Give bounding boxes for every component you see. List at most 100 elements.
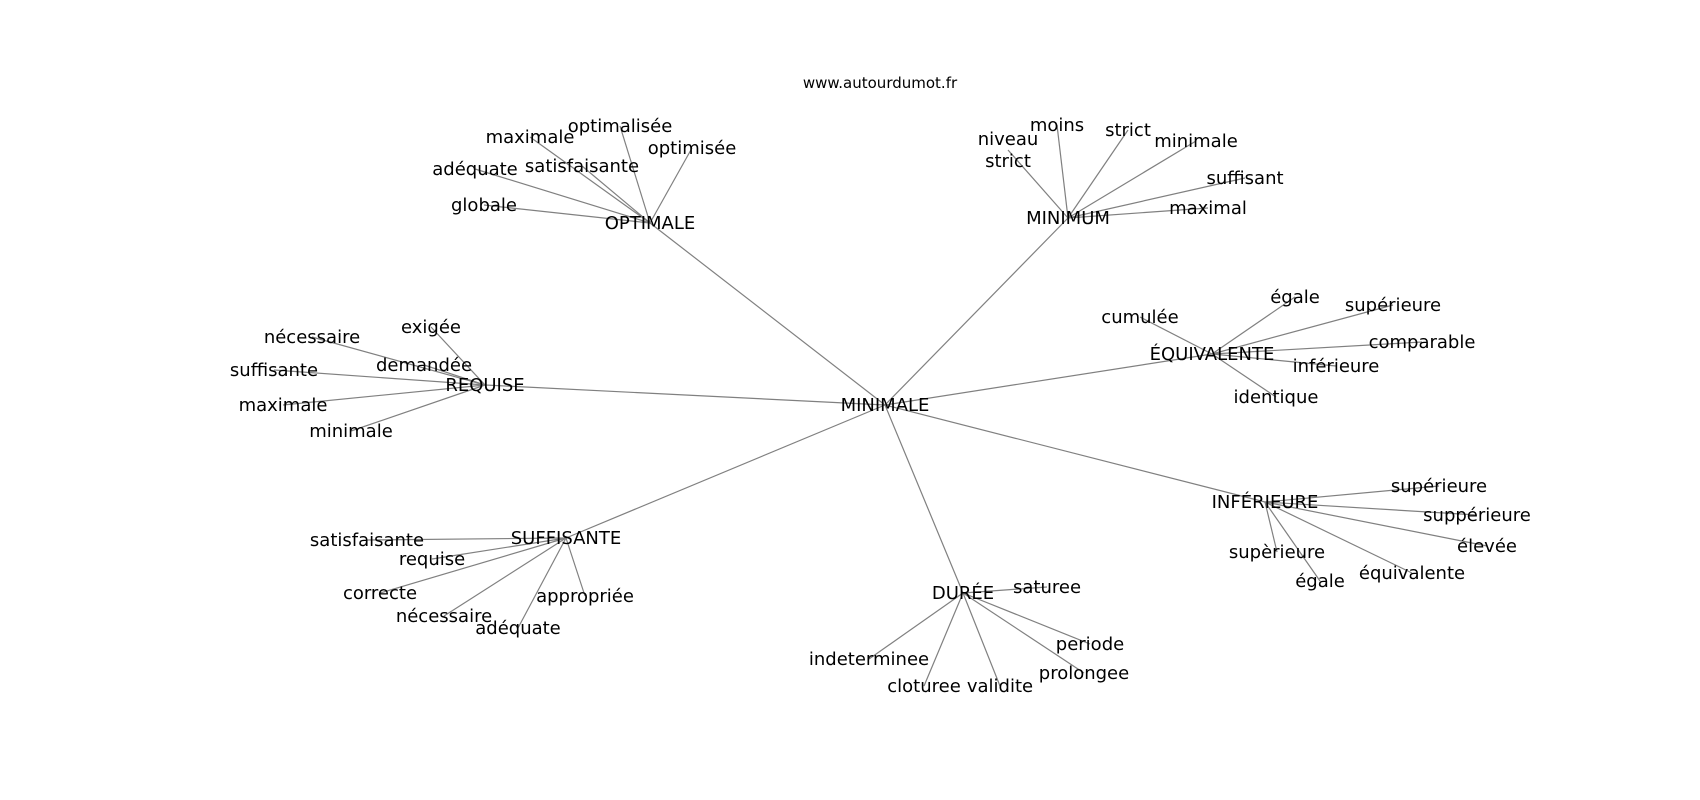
- graph-edges: [273, 124, 1488, 687]
- leaf-node-label: supérieure: [1345, 295, 1441, 316]
- leaf-node-label: supèrieure: [1229, 542, 1325, 563]
- edge-hub-leaf: [868, 592, 964, 660]
- leaf-node-label: satisfaisante: [310, 530, 424, 551]
- leaf-node-label: saturee: [1013, 577, 1081, 598]
- edge-center-hub: [884, 353, 1213, 406]
- edge-hub-leaf: [366, 537, 567, 541]
- edge-hub-leaf: [517, 537, 567, 629]
- leaf-node-label: strict: [1105, 120, 1151, 141]
- edge-hub-leaf: [1056, 124, 1069, 219]
- edge-hub-leaf: [1264, 501, 1278, 553]
- leaf-node-label: adéquate: [475, 618, 561, 639]
- edge-center-hub: [884, 404, 964, 594]
- hub-node-label: INFÉRIEURE: [1212, 491, 1319, 513]
- edge-hub-leaf: [273, 369, 486, 386]
- edge-center-hub: [649, 222, 886, 406]
- leaf-node-label: appropriée: [536, 586, 634, 607]
- edge-hub-leaf: [379, 537, 567, 594]
- leaf-node-label: exigée: [401, 317, 461, 338]
- edge-center-hub: [884, 217, 1069, 406]
- edge-hub-leaf: [1211, 353, 1337, 367]
- hub-node-label: DURÉE: [932, 582, 994, 604]
- edge-hub-leaf: [1007, 149, 1069, 219]
- edge-hub-leaf: [1211, 304, 1394, 355]
- edge-hub-leaf: [1264, 485, 1440, 503]
- edge-hub-leaf: [1139, 316, 1213, 355]
- edge-hub-leaf: [962, 592, 1085, 674]
- leaf-node-label: comparable: [1369, 332, 1476, 353]
- leaf-node-label: periode: [1056, 634, 1124, 655]
- leaf-node-label: cloturee: [887, 676, 961, 697]
- leaf-node-label: inférieure: [1293, 356, 1380, 377]
- edge-hub-leaf: [1264, 501, 1488, 547]
- center-node-label: MINIMALE: [841, 395, 930, 416]
- leaf-node-label: égale: [1295, 571, 1345, 592]
- hub-node-label: SUFFISANTE: [511, 528, 622, 549]
- leaf-node-label: minimale: [1154, 131, 1238, 152]
- edge-hub-leaf: [431, 537, 567, 560]
- hub-node-label: MINIMUM: [1026, 208, 1110, 229]
- edge-hub-leaf: [430, 326, 486, 386]
- edge-hub-leaf: [1264, 501, 1321, 582]
- edge-hub-leaf: [474, 168, 651, 224]
- edge-center-hub: [484, 384, 886, 406]
- edge-hub-leaf: [423, 364, 486, 386]
- leaf-node-label: validite: [967, 676, 1033, 697]
- edge-hub-leaf: [923, 592, 964, 687]
- edge-hub-leaf: [529, 136, 651, 224]
- edge-hub-leaf: [350, 384, 486, 432]
- edge-hub-leaf: [581, 165, 651, 224]
- edge-hub-leaf: [1067, 129, 1129, 219]
- leaf-node-label: optimisée: [648, 138, 737, 159]
- leaf-node-label: cumulée: [1101, 307, 1178, 328]
- leaf-node-label: maximale: [239, 395, 328, 416]
- edge-center-hub: [565, 404, 886, 539]
- leaf-node-label: suppérieure: [1423, 505, 1531, 526]
- edge-hub-leaf: [1067, 177, 1246, 219]
- leaf-node-label: égale: [1270, 287, 1320, 308]
- edge-hub-leaf: [649, 147, 693, 224]
- leaf-node-label: correcte: [343, 583, 417, 604]
- edge-hub-leaf: [1211, 341, 1423, 355]
- leaf-node-label: demandée: [376, 355, 472, 376]
- edge-hub-leaf: [565, 537, 586, 597]
- edge-hub-leaf: [443, 537, 567, 617]
- leaf-node-label: indeterminee: [809, 649, 929, 670]
- leaf-node-label: nécessaire: [264, 327, 360, 348]
- leaf-node-label: supérieure: [1391, 476, 1487, 497]
- edge-hub-leaf: [962, 592, 1001, 687]
- edge-hub-leaf: [962, 592, 1091, 645]
- leaf-node-label: suffisante: [230, 360, 318, 381]
- edge-hub-leaf: [1264, 501, 1478, 516]
- leaf-node-label: minimale: [309, 421, 393, 442]
- edge-hub-leaf: [1211, 353, 1277, 398]
- edge-hub-leaf: [1067, 207, 1209, 219]
- edge-hub-leaf: [1067, 140, 1197, 219]
- hub-node-label: REQUISE: [445, 375, 524, 396]
- edge-hub-leaf: [1264, 501, 1413, 574]
- leaf-node-label: globale: [451, 195, 517, 216]
- leaf-node-label: maximale: [486, 127, 575, 148]
- edge-hub-leaf: [1211, 296, 1296, 355]
- edge-hub-leaf: [311, 336, 486, 386]
- site-title: www.autourdumot.fr: [803, 74, 958, 92]
- leaf-node-label: satisfaisante: [525, 156, 639, 177]
- leaf-node-label: optimalisée: [568, 116, 673, 137]
- leaf-node-label: adéquate: [432, 159, 518, 180]
- leaf-node-label: identique: [1234, 387, 1319, 408]
- leaf-node-label: moins: [1030, 115, 1084, 136]
- graph-labels: www.autourdumot.fr optimaliséemaximaleop…: [230, 74, 1531, 697]
- hub-node-label: OPTIMALE: [605, 213, 696, 234]
- leaf-node-label: nécessaire: [396, 606, 492, 627]
- edge-hub-leaf: [962, 586, 1048, 594]
- leaf-node-label: suffisant: [1206, 168, 1283, 189]
- leaf-node-label: élevée: [1457, 536, 1517, 557]
- edge-center-hub: [884, 404, 1266, 503]
- leaf-node-label: requise: [399, 549, 465, 570]
- edge-hub-leaf: [483, 204, 651, 224]
- leaf-node-label: maximal: [1169, 198, 1247, 219]
- edge-hub-leaf: [282, 384, 486, 406]
- leaf-node-label: équivalente: [1359, 563, 1465, 584]
